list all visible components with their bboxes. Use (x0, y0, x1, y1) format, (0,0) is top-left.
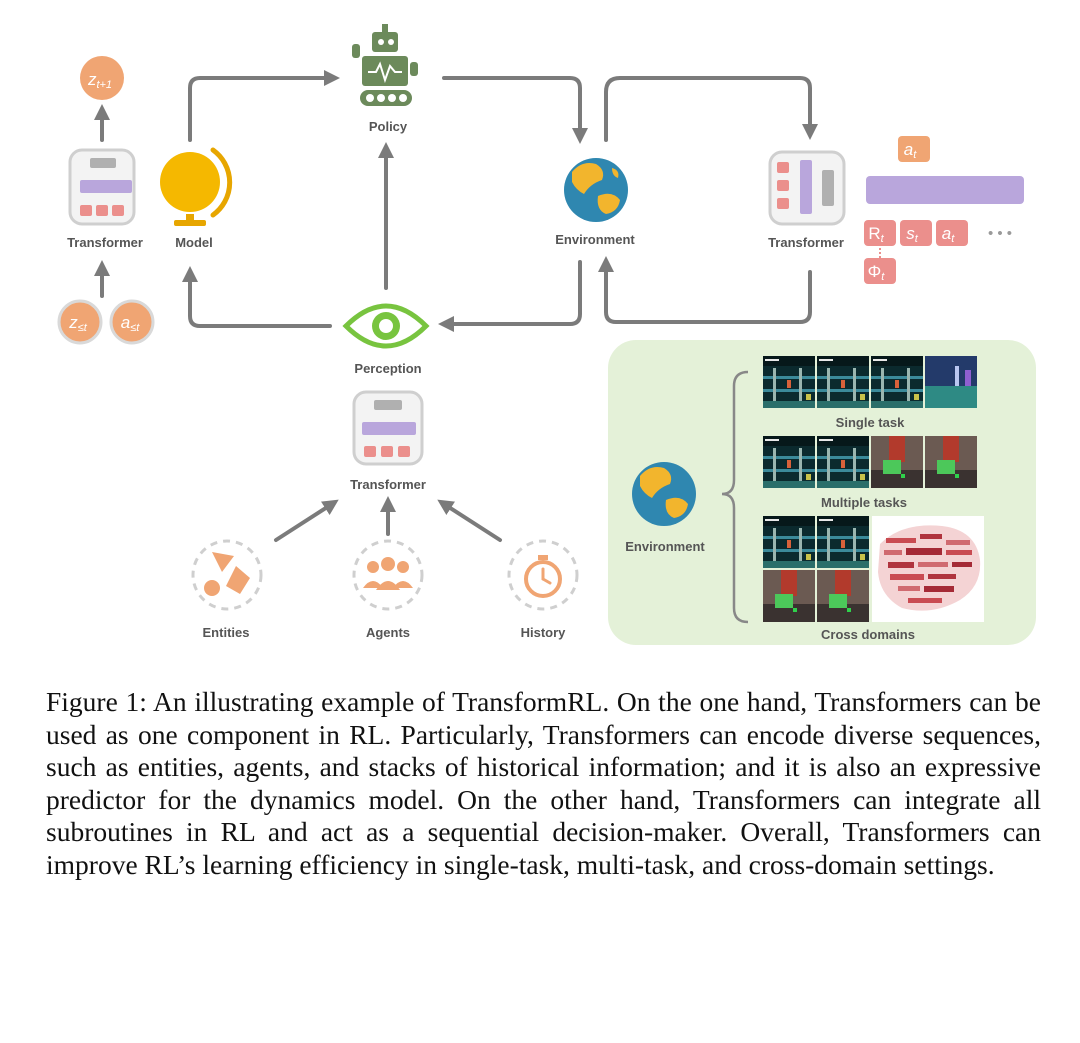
entities-icon (191, 539, 263, 611)
cross-domains-thumbnails (763, 516, 984, 622)
perception-label: Perception (354, 361, 421, 376)
panel-brace (721, 370, 749, 624)
figure-caption-text: An illustrating example of TransformRL. … (46, 686, 1041, 880)
token-a-t-input: at (936, 220, 968, 246)
svg-text:at: at (904, 140, 917, 161)
token-a-t-output: at (898, 136, 930, 162)
history-label: History (521, 625, 567, 640)
cross-domains-label: Cross domains (821, 627, 915, 642)
token-ellipsis: • • • (988, 225, 1012, 242)
transformer-right-icon (768, 150, 846, 226)
history-stopwatch-icon (507, 539, 579, 611)
environment-earth-icon (564, 158, 628, 222)
svg-text:Rt: Rt (868, 224, 884, 245)
multiple-tasks-label: Multiple tasks (821, 495, 907, 510)
environment-label: Environment (555, 232, 635, 247)
token-z-history: z≤t (57, 299, 103, 345)
token-a-history: a≤t (109, 299, 155, 345)
figure-diagram: zt+1 Transformer z≤t a≤t Model (57, 24, 1036, 645)
entities-label: Entities (203, 625, 250, 640)
sequence-embedding-bar (866, 176, 1024, 204)
perception-eye-icon (342, 303, 430, 349)
token-R-t: Rt (864, 220, 896, 246)
transformer-left-label: Transformer (67, 235, 143, 250)
single-task-label: Single task (836, 415, 905, 430)
transformer-left-icon (68, 148, 136, 226)
single-task-thumbnails (763, 356, 977, 408)
svg-text:Φt: Φt (868, 262, 886, 283)
word-cloud-image (872, 516, 984, 622)
panel-environment-earth-icon (632, 462, 696, 526)
model-label: Model (175, 235, 213, 250)
svg-text:zt+1: zt+1 (87, 70, 112, 91)
transformer-right-label: Transformer (768, 235, 844, 250)
svg-text:z≤t: z≤t (68, 313, 88, 334)
svg-text:a≤t: a≤t (121, 313, 141, 334)
model-globe-icon (160, 147, 233, 226)
panel-environment-label: Environment (625, 539, 705, 554)
figure-caption-label: Figure 1: (46, 686, 147, 717)
transformer-center-label: Transformer (350, 477, 426, 492)
svg-text:at: at (942, 224, 955, 245)
agents-label: Agents (366, 625, 410, 640)
token-z-next: zt+1 (80, 56, 124, 100)
transformer-center-icon (352, 390, 424, 466)
svg-text:st: st (906, 224, 919, 245)
token-s-t: st (900, 220, 932, 246)
agents-icon (352, 539, 424, 611)
figure-caption: Figure 1: An illustrating example of Tra… (46, 686, 1041, 881)
token-phi-t: Φt (864, 258, 896, 284)
policy-robot-icon (352, 24, 418, 106)
policy-label: Policy (369, 119, 408, 134)
